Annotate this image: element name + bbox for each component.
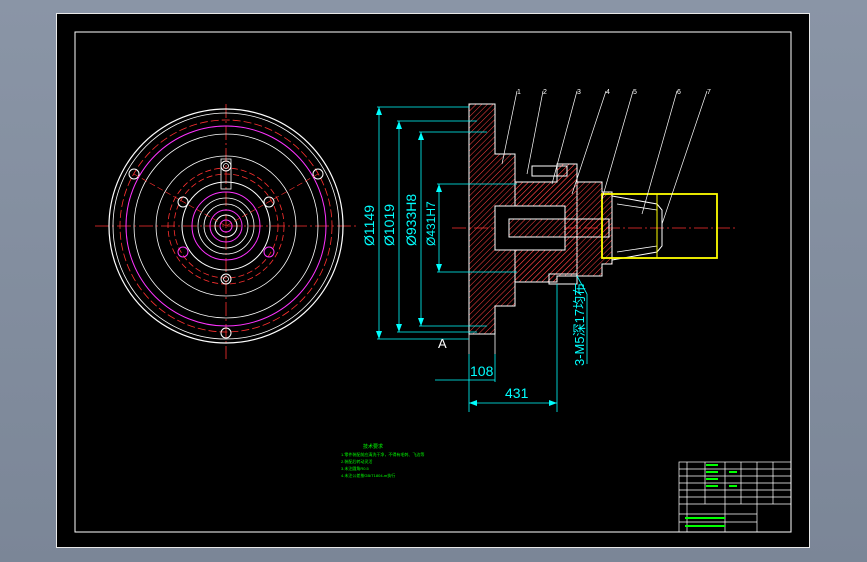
dim-len108: 108 bbox=[470, 363, 494, 379]
drawing-frame bbox=[74, 31, 792, 533]
dimension-lines bbox=[377, 106, 588, 412]
tech-notes-title: 技术要求 bbox=[363, 443, 383, 450]
balloon-7: 7 bbox=[707, 89, 711, 96]
dim-d1149: Ø1149 bbox=[361, 205, 377, 246]
drawing-sheet: 1 2 3 4 5 6 7 bbox=[56, 13, 810, 548]
tech-note-line: 3.未注圆角R0.5 bbox=[341, 465, 370, 471]
balloon-5: 5 bbox=[633, 89, 637, 96]
title-block bbox=[678, 461, 792, 533]
balloon-4: 4 bbox=[606, 89, 610, 96]
part-leaders bbox=[501, 90, 708, 225]
balloon-1: 1 bbox=[517, 89, 521, 96]
section-view bbox=[452, 103, 737, 354]
section-marker: A bbox=[438, 336, 447, 351]
dim-d1019: Ø1019 bbox=[381, 204, 397, 246]
dim-d933: Ø933H8 bbox=[403, 194, 419, 246]
tech-notes: 技术要求 1.零件装配前应清洗干净，不得有毛刺、飞边等 2.装配后转动灵活 3.… bbox=[341, 443, 424, 478]
balloon-2: 2 bbox=[543, 89, 547, 96]
front-view bbox=[95, 104, 357, 359]
tech-note-line: 4.未注公差按GB/T1804-m执行 bbox=[341, 472, 395, 478]
tech-note-line: 1.零件装配前应清洗干净，不得有毛刺、飞边等 bbox=[341, 451, 424, 457]
dim-holes-note: 3-M5深17均布 bbox=[572, 283, 587, 366]
dim-len431: 431 bbox=[505, 385, 529, 401]
dim-d431: Ø431H7 bbox=[424, 201, 438, 246]
cad-drawing: 1 2 3 4 5 6 7 bbox=[74, 31, 792, 533]
balloon-6: 6 bbox=[677, 89, 681, 96]
balloon-3: 3 bbox=[577, 89, 581, 96]
tech-note-line: 2.装配后转动灵活 bbox=[341, 458, 372, 464]
